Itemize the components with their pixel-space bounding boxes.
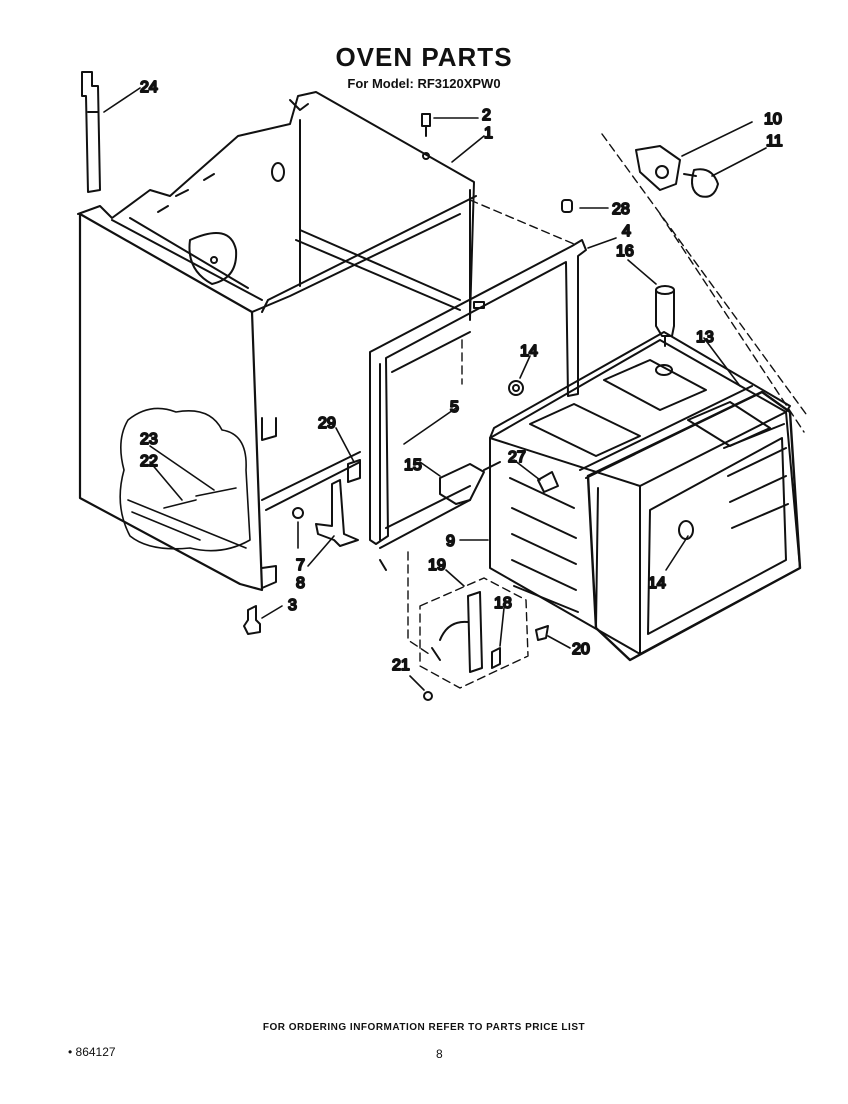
part-16-sensor [655,285,675,347]
callout-10: 10 [764,111,782,128]
part-29-spacer [347,459,361,483]
callout-28: 28 [612,201,630,218]
callout-27: 27 [508,449,526,466]
leader-lines [103,87,767,691]
callout-29: 29 [318,415,336,432]
part-28-clip [561,199,573,213]
part-20-screw [535,625,549,641]
callout-13: 13 [696,329,714,346]
part-21-screw [423,691,433,701]
callout-23: 23 [140,431,158,448]
part-2-screw [421,113,431,160]
page-number: 8 [436,1047,443,1061]
callout-20: 20 [572,641,590,658]
model-subtitle: For Model: RF3120XPW0 [347,76,501,91]
callout-16: 16 [616,243,634,260]
callout-14-upper: 14 [520,343,538,360]
callout-3: 3 [288,597,297,614]
part-3-leveling-leg [243,605,261,635]
part-4-front-frame [369,239,587,571]
callout-19: 19 [428,557,446,574]
callout-7: 7 [296,557,305,574]
part-10-lamp-socket [635,145,681,191]
part-14-nut [508,380,524,396]
callout-18: 18 [494,595,512,612]
callout-14-lower: 14 [648,575,666,592]
callout-5: 5 [450,399,459,416]
part-19-latch-assembly [419,577,529,689]
page-title: OVEN PARTS [335,42,513,72]
ordering-note: FOR ORDERING INFORMATION REFER TO PARTS … [262,1022,586,1033]
part-1-cabinet [77,91,477,592]
part-7-nut [292,507,304,519]
callout-15: 15 [404,457,422,474]
part-15-bracket [439,461,501,505]
cutaway-detail [119,407,251,552]
callout-24: 24 [140,79,158,96]
callout-21: 21 [392,657,410,674]
alignment-lines [407,133,807,657]
part-24-bracket [81,71,101,193]
callout-22: 22 [140,453,158,470]
part-8-bracket [315,479,359,547]
part-27-clip [537,471,559,493]
callout-2: 2 [482,107,491,124]
callout-4: 4 [622,223,631,240]
diagram-code: • 864127 [68,1045,116,1059]
callout-8: 8 [296,575,305,592]
part-13-oven-cavity [489,331,802,662]
callout-1: 1 [484,125,493,142]
callout-11: 11 [766,133,783,150]
callout-9: 9 [446,533,455,550]
part-11-lamp-bulb [683,168,719,198]
